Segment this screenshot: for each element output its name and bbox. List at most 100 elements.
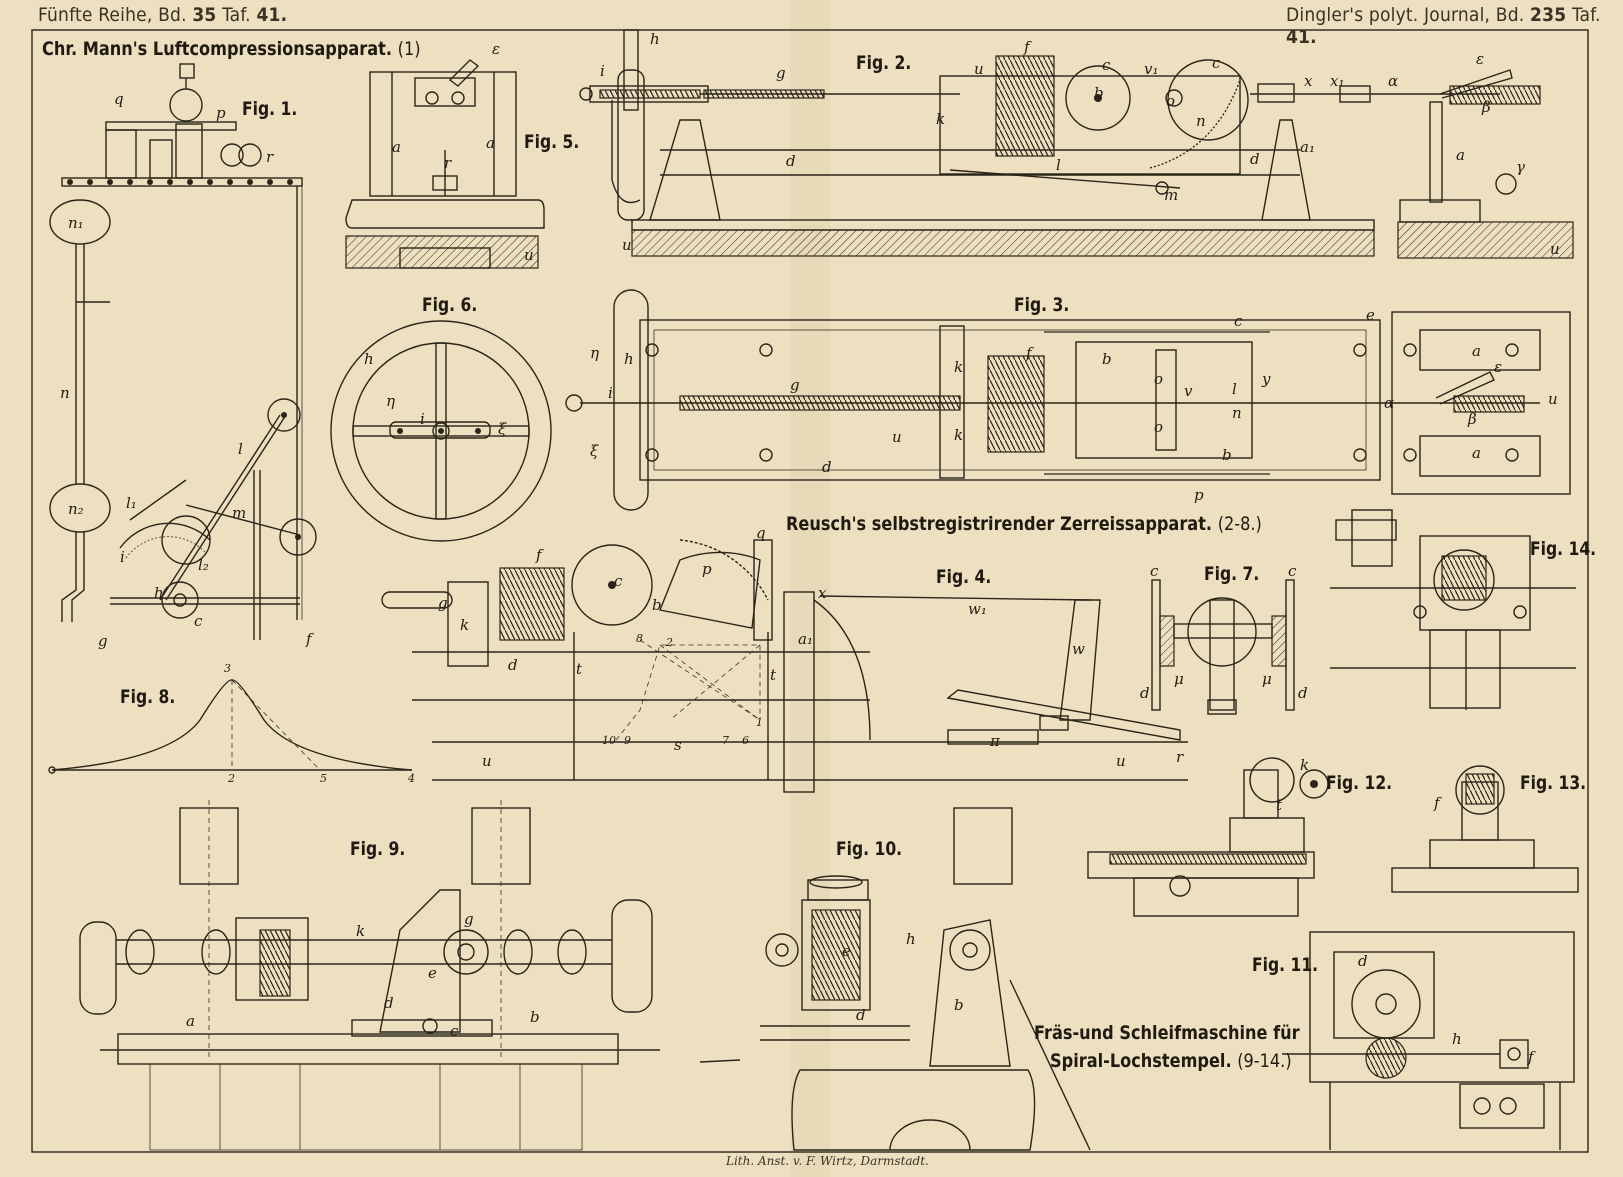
fig13-drawing bbox=[1391, 765, 1579, 893]
letter-f4-n9: 9 bbox=[624, 734, 631, 747]
letter-f9-a: a bbox=[186, 1012, 195, 1030]
letter-f4-r: r bbox=[1176, 748, 1184, 766]
letter-f9-d: d bbox=[384, 994, 394, 1012]
header-plate-word: Taf. bbox=[222, 4, 251, 26]
letter-f4-u1: u bbox=[482, 752, 492, 770]
plate-border bbox=[31, 29, 1589, 1153]
letter-f4-c: c bbox=[614, 572, 623, 590]
letter-f2-b: b bbox=[1094, 84, 1104, 102]
letter-f1-l: l bbox=[238, 440, 243, 458]
fig10-drawing bbox=[699, 807, 1091, 1151]
letter-f2-c1: c bbox=[1102, 56, 1111, 74]
letter-f9-b: b bbox=[530, 1008, 540, 1026]
letter-f2-k: k bbox=[936, 110, 946, 128]
letter-f2-u3: u bbox=[1550, 240, 1560, 258]
letter-f9-k: k bbox=[356, 922, 366, 940]
letter-f1-n1: n₁ bbox=[68, 214, 84, 232]
letter-f11-f: f bbox=[1528, 1048, 1534, 1066]
letter-f2-x1: x₁ bbox=[1330, 72, 1345, 90]
letter-f2-beta: β bbox=[1482, 98, 1491, 116]
letter-f3-y: y bbox=[1262, 370, 1271, 388]
letter-f3-c: c bbox=[1234, 312, 1243, 330]
fig1-label: Fig. 1. bbox=[242, 98, 298, 120]
letter-f8-4: 4 bbox=[408, 772, 415, 785]
letter-f4-t2: t bbox=[770, 666, 777, 684]
letter-f4-t1: t bbox=[576, 660, 583, 678]
letter-f3-f: f bbox=[1026, 344, 1032, 362]
letter-f12-k: k bbox=[1300, 756, 1310, 774]
letter-f6-i: i bbox=[420, 410, 425, 428]
fig9-drawing bbox=[79, 800, 660, 1151]
title-mann-text: Chr. Mann's Luftcompressionsapparat. bbox=[42, 38, 393, 60]
fig6-drawing bbox=[330, 320, 552, 542]
letter-f4-n1: 1 bbox=[756, 716, 763, 729]
letter-f1-l1: l₁ bbox=[126, 494, 137, 512]
letter-f2-a1: a₁ bbox=[1300, 138, 1315, 156]
fig9-label: Fig. 9. bbox=[350, 838, 406, 860]
letter-f1-r: r bbox=[266, 148, 274, 166]
letter-f1-n: n bbox=[60, 384, 70, 402]
letter-f5-a-right: a bbox=[486, 134, 495, 152]
fig14-label: Fig. 14. bbox=[1530, 538, 1597, 560]
header-volume-right: 235 bbox=[1530, 4, 1567, 26]
header-plate-number: 41. bbox=[256, 4, 288, 26]
letter-f10-h: h bbox=[906, 930, 916, 948]
letter-f7-d-right: d bbox=[1298, 684, 1308, 702]
letter-f4-n8: 8 bbox=[636, 632, 643, 645]
letter-f2-c2: c bbox=[1212, 54, 1221, 72]
letter-f2-i: i bbox=[600, 62, 605, 80]
fig6-label: Fig. 6. bbox=[422, 294, 478, 316]
letter-f2-a: a bbox=[1456, 146, 1465, 164]
letter-f5-u: u bbox=[524, 246, 534, 264]
letter-f4-n10: 10 bbox=[602, 734, 616, 747]
letter-f2-gamma: γ bbox=[1516, 158, 1525, 176]
letter-f3-k2: k bbox=[954, 426, 964, 444]
letter-f4-f: f bbox=[536, 546, 542, 564]
title-mann-range: (1) bbox=[397, 38, 421, 60]
letter-f1-m: m bbox=[232, 504, 247, 522]
fig5-drawing bbox=[345, 59, 545, 269]
fig1-drawing bbox=[49, 63, 317, 640]
letter-f4-pi: π bbox=[990, 732, 1000, 750]
letter-f3-epsilon: ε bbox=[1494, 358, 1503, 376]
letter-f8-5: 5 bbox=[320, 772, 327, 785]
letter-f4-n2: 2 bbox=[666, 636, 673, 649]
letter-f3-i: i bbox=[608, 384, 613, 402]
letter-f2-f: f bbox=[1024, 38, 1030, 56]
title-mann: Chr. Mann's Luftcompressionsapparat. (1) bbox=[42, 38, 421, 60]
letter-f1-c: c bbox=[194, 612, 203, 630]
letter-f1-l2: l₂ bbox=[198, 556, 209, 574]
fig3-drawing bbox=[565, 289, 1571, 511]
letter-f2-alpha: α bbox=[1388, 72, 1399, 90]
letter-f4-a1: a₁ bbox=[798, 630, 813, 648]
letter-f9-e: e bbox=[428, 964, 437, 982]
letter-f3-o1: o bbox=[1154, 370, 1164, 388]
letter-f7-c-left: c bbox=[1150, 562, 1159, 580]
letter-f3-u2: u bbox=[1548, 390, 1558, 408]
letter-f4-p: p bbox=[702, 560, 712, 578]
letter-f9-g: g bbox=[464, 910, 474, 928]
letter-f2-v1: v₁ bbox=[1144, 60, 1159, 78]
letter-f2-g: g bbox=[776, 64, 786, 82]
letter-f3-g: g bbox=[790, 376, 800, 394]
fig2-label: Fig. 2. bbox=[856, 52, 912, 74]
title-fraes-line2: Spiral-Lochstempel. (9-14.) bbox=[1050, 1050, 1292, 1072]
fig5-label: Fig. 5. bbox=[524, 131, 580, 153]
title-fraes-line2-text: Spiral-Lochstempel. bbox=[1050, 1050, 1232, 1072]
letter-f4-n6: 6 bbox=[742, 734, 749, 747]
letter-f2-d1: d bbox=[786, 152, 796, 170]
letter-f3-b1: b bbox=[1102, 350, 1112, 368]
letter-f3-xi: ξ bbox=[590, 442, 599, 460]
title-reusch-text: Reusch's selbstregistrirender Zerreissap… bbox=[786, 513, 1213, 535]
letter-f10-e: e bbox=[842, 942, 851, 960]
letter-f1-q: q bbox=[114, 90, 124, 108]
fig10-label: Fig. 10. bbox=[836, 838, 903, 860]
letter-f10-d: d bbox=[856, 1006, 866, 1024]
header-series: Fünfte Reihe, Bd. bbox=[38, 4, 187, 26]
letter-f13-f: f bbox=[1434, 794, 1440, 812]
lithographer-credit: Lith. Anst. v. F. Wirtz, Darmstadt. bbox=[726, 1154, 929, 1168]
letter-f2-m: m bbox=[1164, 186, 1179, 204]
letter-f4-x: x bbox=[818, 584, 827, 602]
letter-f4-d: d bbox=[508, 656, 518, 674]
